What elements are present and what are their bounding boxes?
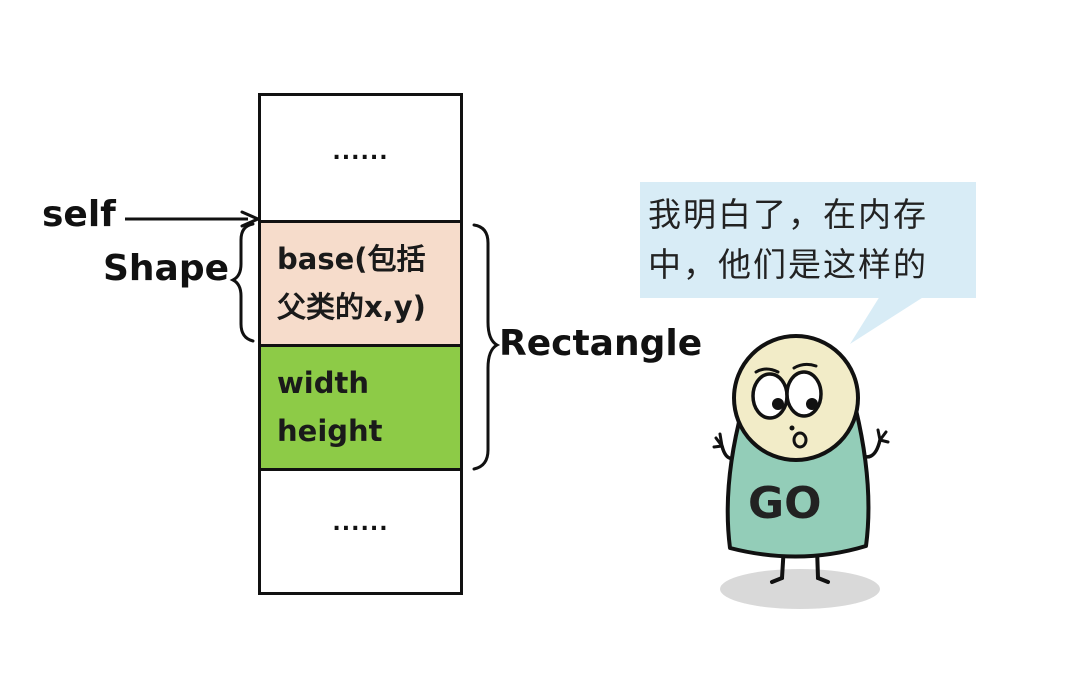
rectangle-brace-icon (472, 223, 501, 471)
memory-stack: ...... base(包括 父类的x,y) width height ....… (258, 93, 463, 595)
character-shadow (720, 569, 880, 609)
ellipsis-bottom: ...... (332, 511, 389, 536)
shirt-go-text: GO (748, 478, 822, 529)
field-width: width (277, 366, 369, 400)
speech-bubble-tail (850, 296, 925, 344)
memory-cell-rectangle-fields: width height (258, 344, 463, 471)
rect-fields-text: width height (277, 359, 383, 455)
base-line-2: 父类的x,y) (277, 290, 426, 324)
speech-line-1: 我明白了，在内存 (648, 195, 928, 234)
base-line-1: base(包括 (277, 242, 426, 276)
self-label: self (42, 194, 116, 235)
speech-bubble-text: 我明白了，在内存 中，他们是这样的 (648, 190, 973, 290)
go-character (712, 334, 890, 609)
memory-cell-top: ...... (258, 93, 463, 223)
ellipsis-top: ...... (332, 140, 389, 165)
self-arrow-icon (125, 210, 260, 228)
memory-cell-bottom: ...... (258, 468, 463, 595)
base-text: base(包括 父类的x,y) (277, 235, 426, 331)
shape-brace-icon (229, 222, 255, 343)
shape-label: Shape (103, 248, 230, 289)
speech-bubble: 我明白了，在内存 中，他们是这样的 (640, 182, 976, 298)
speech-line-2: 中，他们是这样的 (648, 245, 928, 284)
field-height: height (277, 414, 383, 448)
rectangle-label: Rectangle (499, 323, 703, 364)
